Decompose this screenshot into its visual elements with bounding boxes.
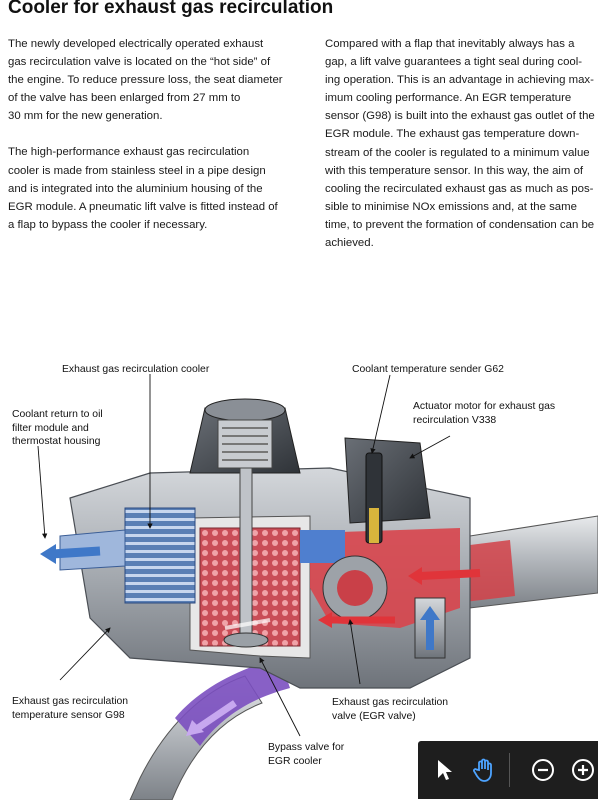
paragraph: The high-performance exhaust gas recircu… [8,146,278,231]
viewer-toolbar [418,741,598,799]
egr-module-illustration: Exhaust gas recirculation cooler Coolant… [0,358,598,800]
label-temperature-sensor: Exhaust gas recirculation temperature se… [12,696,129,721]
label-egr-valve: Exhaust gas recirculation valve (EGR val… [332,697,449,722]
page-title: Cooler for exhaust gas recirculation [8,0,334,18]
paragraph: Compared with a flap that inevitably alw… [325,38,595,250]
text-column-right: Compared with a flap that inevitably alw… [325,35,598,270]
label-coolant-return: Coolant return to oil filter module and … [12,409,103,447]
zoom-in-icon[interactable] [566,753,598,787]
label-egr-cooler: Exhaust gas recirculation cooler [62,364,210,375]
select-pointer-icon[interactable] [428,753,462,787]
label-coolant-temperature-sender: Coolant temperature sender G62 [352,364,504,375]
paragraph: The newly developed electrically operate… [8,38,283,123]
egr-module-drawing [37,374,598,800]
zoom-out-icon[interactable] [526,753,560,787]
toolbar-divider [509,753,510,787]
label-bypass-valve: Bypass valve for EGR cooler [268,742,345,767]
label-actuator-motor: Actuator motor for exhaust gas recircula… [413,401,556,426]
text-column-left: The newly developed electrically operate… [8,35,300,252]
hand-pan-icon[interactable] [468,753,502,787]
